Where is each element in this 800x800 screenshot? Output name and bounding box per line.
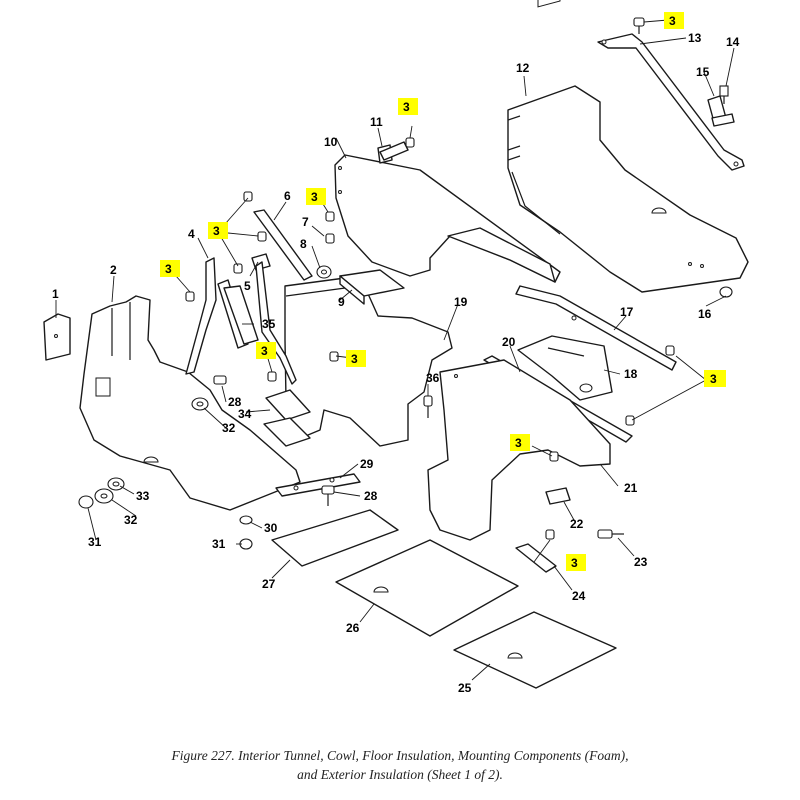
callout-32-lower: 32 bbox=[124, 513, 138, 527]
svg-text:3: 3 bbox=[213, 224, 220, 238]
callout-8: 8 bbox=[300, 237, 307, 251]
svg-text:3: 3 bbox=[261, 344, 268, 358]
part-36-bolt bbox=[423, 395, 433, 418]
caption-line-1: Figure 227. Interior Tunnel, Cowl, Floor… bbox=[171, 748, 629, 763]
part-19-tunnel bbox=[284, 275, 453, 447]
caption-line-2: and Exterior Insulation (Sheet 1 of 2). bbox=[297, 767, 503, 782]
part-18-plate bbox=[517, 335, 613, 401]
callout-17: 17 bbox=[620, 305, 634, 319]
part-29-strap bbox=[275, 473, 361, 497]
svg-text:3: 3 bbox=[669, 14, 676, 28]
callout-14: 14 bbox=[726, 35, 740, 49]
callout-4: 4 bbox=[188, 227, 195, 241]
part-3-bolt-top bbox=[633, 17, 645, 34]
callout-23: 23 bbox=[634, 555, 648, 569]
callout-9: 9 bbox=[338, 295, 345, 309]
callout-12: 12 bbox=[516, 61, 530, 75]
callout-19: 19 bbox=[454, 295, 468, 309]
callout-27: 27 bbox=[262, 577, 276, 591]
callout-36: 36 bbox=[426, 371, 440, 385]
part-34-bracket bbox=[263, 389, 311, 447]
highlighted-callout-3-cowl: 3 bbox=[398, 98, 418, 115]
callout-18: 18 bbox=[624, 367, 638, 381]
part-23-fastener bbox=[597, 529, 624, 539]
part-32-washer-upper bbox=[191, 397, 209, 411]
highlighted-callout-3-cluster: 3 bbox=[208, 222, 228, 239]
part-4-rod bbox=[185, 257, 217, 375]
highlighted-callout-3-right: 3 bbox=[704, 370, 726, 387]
part-5-link bbox=[251, 253, 297, 385]
highlighted-callout-3-left: 3 bbox=[160, 260, 180, 277]
bolts-part-3 bbox=[185, 137, 675, 540]
callout-6: 6 bbox=[284, 189, 291, 203]
highlighted-callout-3-part22: 3 bbox=[510, 434, 530, 451]
highlighted-callout-3-part7: 3 bbox=[306, 188, 326, 205]
part-2-floor-panel bbox=[79, 295, 301, 511]
part-16-nut bbox=[719, 286, 733, 298]
callout-26: 26 bbox=[346, 621, 360, 635]
svg-text:3: 3 bbox=[515, 436, 522, 450]
highlighted-callout-3-part24: 3 bbox=[566, 554, 586, 571]
callout-13: 13 bbox=[688, 31, 702, 45]
part-14-bolt bbox=[719, 85, 729, 104]
callout-15: 15 bbox=[696, 65, 710, 79]
callout-7: 7 bbox=[302, 215, 309, 229]
part-33-washer bbox=[107, 477, 125, 491]
part-35-bracket bbox=[217, 279, 259, 349]
callout-32-upper: 32 bbox=[222, 421, 236, 435]
callout-1: 1 bbox=[52, 287, 59, 301]
callout-31-left: 31 bbox=[88, 535, 102, 549]
callout-5: 5 bbox=[244, 279, 251, 293]
part-26-pad bbox=[335, 539, 519, 637]
callout-labels: 1 2 4 5 6 7 8 9 10 11 12 13 14 15 16 17 … bbox=[52, 12, 740, 695]
part-13-rod bbox=[597, 33, 745, 171]
part-15-clip bbox=[707, 95, 735, 127]
part-32-washer bbox=[94, 488, 114, 504]
callout-2: 2 bbox=[110, 263, 117, 277]
part-28-bolt-upper bbox=[213, 375, 227, 385]
part-11-bracket bbox=[377, 141, 409, 164]
callout-10: 10 bbox=[324, 135, 338, 149]
svg-text:3: 3 bbox=[710, 372, 717, 386]
highlighted-callout-3-center: 3 bbox=[346, 350, 366, 367]
callout-24: 24 bbox=[572, 589, 586, 603]
svg-text:3: 3 bbox=[403, 100, 410, 114]
part-22-clip bbox=[545, 487, 571, 505]
callout-20: 20 bbox=[502, 335, 516, 349]
svg-text:3: 3 bbox=[165, 262, 172, 276]
part-30-nut bbox=[239, 515, 253, 525]
callout-35: 35 bbox=[262, 317, 276, 331]
exploded-parts-diagram: 1 2 4 5 6 7 8 9 10 11 12 13 14 15 16 17 … bbox=[43, 0, 749, 695]
callout-11: 11 bbox=[370, 115, 383, 129]
callout-22: 22 bbox=[570, 517, 584, 531]
part-25-pad bbox=[453, 611, 617, 689]
part-27-pad bbox=[271, 509, 399, 567]
svg-text:3: 3 bbox=[351, 352, 358, 366]
highlighted-callout-3-tunnel: 3 bbox=[256, 342, 276, 359]
part-12-exterior-insulation bbox=[507, 0, 749, 293]
callout-30: 30 bbox=[264, 521, 278, 535]
callout-21: 21 bbox=[624, 481, 638, 495]
leader-lines bbox=[55, 19, 735, 681]
part-28-bolt-lower bbox=[321, 485, 335, 506]
svg-text:3: 3 bbox=[571, 556, 578, 570]
part-8-grommet bbox=[316, 265, 332, 279]
callout-34: 34 bbox=[238, 407, 252, 421]
figure-caption: Figure 227. Interior Tunnel, Cowl, Floor… bbox=[0, 746, 800, 784]
part-10-cowl bbox=[334, 154, 561, 283]
callout-25: 25 bbox=[458, 681, 472, 695]
svg-text:3: 3 bbox=[311, 190, 318, 204]
callout-28-upper: 28 bbox=[228, 395, 242, 409]
callout-16: 16 bbox=[698, 307, 712, 321]
part-24-clip bbox=[515, 543, 557, 573]
part-31-nut-left bbox=[78, 495, 94, 509]
callout-28-lower: 28 bbox=[364, 489, 378, 503]
part-6-rod bbox=[253, 209, 313, 281]
part-17-strap bbox=[515, 285, 677, 371]
callout-29: 29 bbox=[360, 457, 374, 471]
callout-31-right: 31 bbox=[212, 537, 226, 551]
highlighted-callout-3-top: 3 bbox=[664, 12, 684, 29]
callout-33: 33 bbox=[136, 489, 150, 503]
part-1-bracket bbox=[43, 313, 71, 361]
